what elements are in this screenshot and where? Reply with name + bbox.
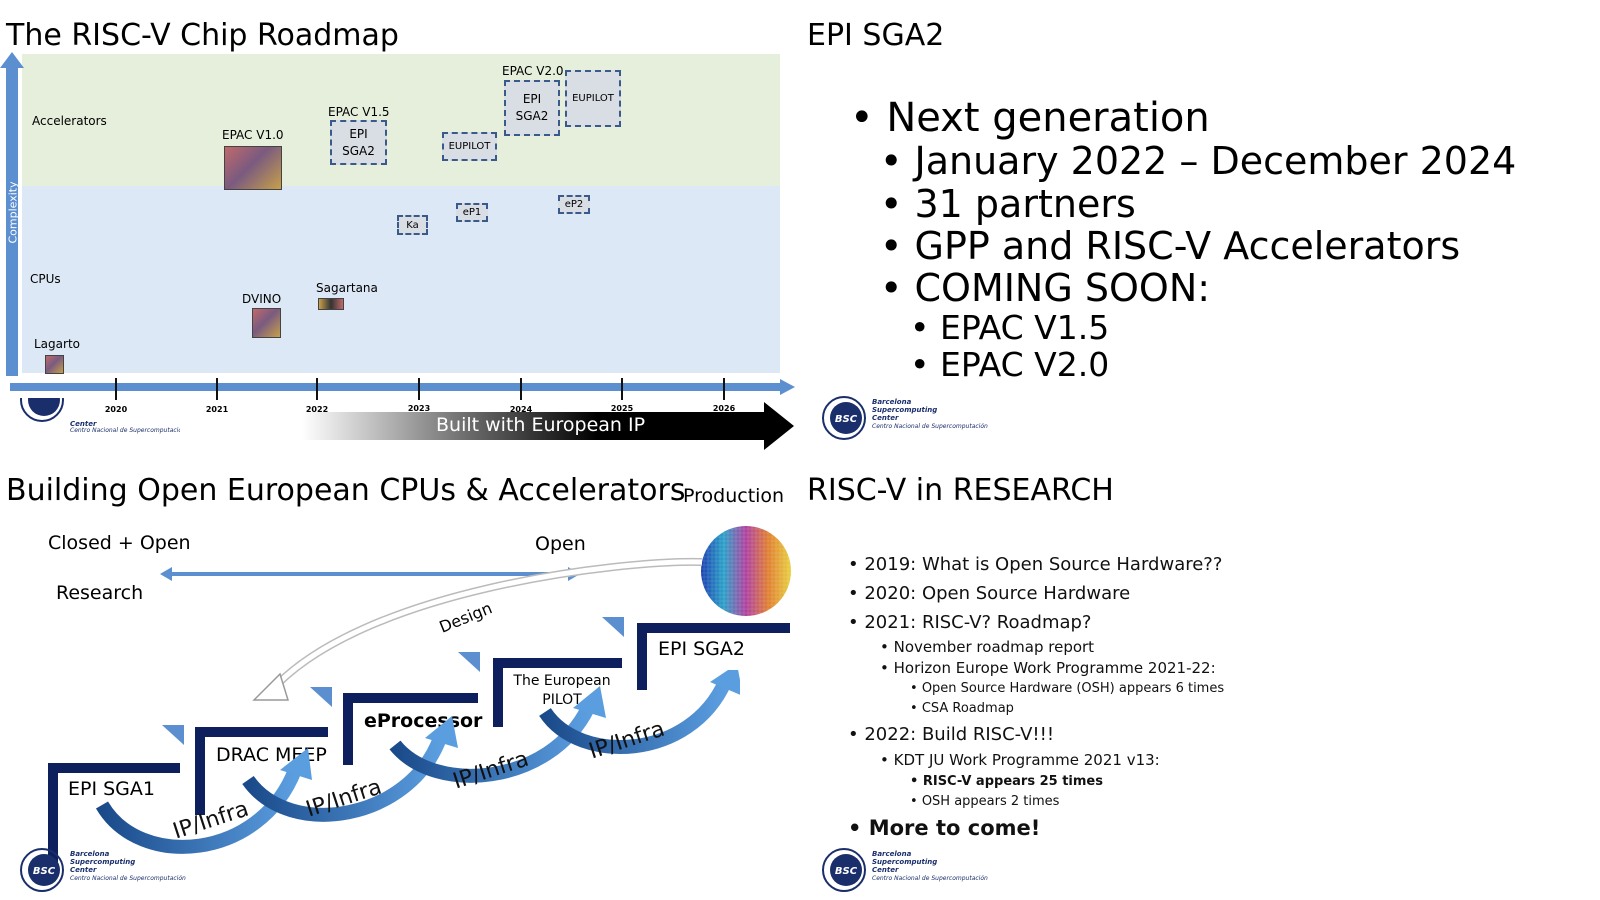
- bullet-epac-v15: • EPAC V1.5: [910, 308, 1110, 347]
- research-item-2020: • 2020: Open Source Hardware: [848, 583, 1131, 604]
- year-2024: 2024: [509, 405, 533, 414]
- svg-text:BSC: BSC: [33, 866, 56, 877]
- research-title: RISC-V in RESEARCH: [807, 473, 1114, 508]
- open-label: Open: [535, 533, 586, 555]
- research-subitem-kdt: • KDT JU Work Programme 2021 v13:: [880, 751, 1160, 769]
- research-item-2019: • 2019: What is Open Source Hardware??: [848, 554, 1223, 575]
- lagarto-label: Lagarto: [34, 337, 80, 351]
- staircase: [48, 617, 790, 875]
- sagartana-label: Sagartana: [316, 281, 378, 295]
- lagarto-chip: [45, 355, 64, 374]
- timeline-tick: [115, 378, 117, 400]
- year-2023: 2023: [407, 404, 431, 413]
- epac-v10-chip: [224, 146, 282, 190]
- timeline-tick: [723, 378, 725, 400]
- complexity-axis-label: Complexity: [6, 181, 20, 244]
- accelerators-label: Accelerators: [32, 114, 107, 128]
- accelerators-band: [22, 54, 780, 186]
- bullet-coming-soon: • COMING SOON:: [880, 266, 1211, 310]
- ka-box: Ka: [397, 215, 428, 235]
- eupilot-box-b: EUPILOT: [565, 70, 621, 127]
- bsc-logo: Center Centro Nacional de Supercomputaci…: [20, 398, 180, 434]
- cpus-label: CPUs: [30, 272, 61, 286]
- epac-v20-label: EPAC V2.0: [502, 64, 564, 78]
- ep2-box: eP2: [558, 195, 590, 214]
- epac-v15-label: EPAC V1.5: [328, 105, 390, 119]
- bsc-logo-icon: BSC: [822, 848, 866, 892]
- design-arrow-icon: [252, 557, 703, 701]
- timeline-tick: [216, 378, 218, 400]
- research-subsubitem-riscv-25: • RISC-V appears 25 times: [910, 774, 1103, 789]
- european-ip-banner-text: Built with European IP: [436, 414, 646, 436]
- research-subsubitem-csa: • CSA Roadmap: [910, 701, 1014, 716]
- timeline-tick: [316, 378, 318, 400]
- bsc-logo-icon: BSC: [822, 396, 866, 440]
- timeline-arrow-icon: [10, 379, 795, 395]
- epi-sga2-title: EPI SGA2: [807, 18, 945, 53]
- research-label: Research: [56, 582, 144, 604]
- epac-v10-label: EPAC V1.0: [222, 128, 284, 142]
- step-european-pilot: The European PILOT: [513, 673, 611, 708]
- bullet-dates: • January 2022 – December 2024: [880, 139, 1517, 183]
- european-ip-banner: [302, 402, 794, 450]
- research-subitem-roadmap-report: • November roadmap report: [880, 638, 1095, 656]
- year-2025: 2025: [610, 404, 634, 413]
- roadmap-title: The RISC-V Chip Roadmap: [6, 18, 399, 53]
- bsc-logo: BSC Barcelona Supercomputing Center Cent…: [822, 848, 988, 892]
- bullet-epac-v20: • EPAC V2.0: [910, 345, 1110, 384]
- wafer-icon: [701, 526, 791, 616]
- production-label: Production: [683, 485, 785, 507]
- year-2021: 2021: [205, 405, 229, 414]
- bsc-logo-icon: [20, 398, 64, 422]
- timeline-tick: [418, 378, 420, 400]
- timeline-tick: [520, 378, 522, 400]
- bsc-logo-icon: BSC: [20, 848, 64, 892]
- research-item-2022: • 2022: Build RISC-V!!!: [848, 724, 1055, 745]
- building-title: Building Open European CPUs & Accelerato…: [6, 473, 686, 508]
- svg-text:BSC: BSC: [835, 866, 858, 877]
- bullet-gpp: • GPP and RISC-V Accelerators: [880, 224, 1461, 268]
- bsc-logo: BSC Barcelona Supercomputing Center Cent…: [20, 848, 186, 892]
- closed-open-label: Closed + Open: [48, 532, 191, 554]
- epi-sga2-box-b: EPI SGA2: [504, 80, 560, 136]
- year-2022: 2022: [305, 405, 329, 414]
- eupilot-box-a: EUPILOT: [442, 132, 497, 161]
- bsc-logo: BSC Barcelona Supercomputing Center Cent…: [822, 396, 988, 440]
- year-2026: 2026: [712, 404, 736, 413]
- research-item-more: • More to come!: [848, 816, 1041, 840]
- dvino-chip: [252, 308, 281, 338]
- complexity-arrow-icon: [0, 52, 24, 376]
- svg-text:BSC: BSC: [835, 414, 858, 425]
- research-subsubitem-osh-2: • OSH appears 2 times: [910, 794, 1060, 809]
- research-item-2021: • 2021: RISC-V? Roadmap?: [848, 612, 1092, 633]
- research-subitem-horizon: • Horizon Europe Work Programme 2021-22:: [880, 659, 1216, 677]
- step-epi-sga2: EPI SGA2: [658, 638, 745, 660]
- ip-infra-arrows: [95, 670, 740, 854]
- dvino-label: DVINO: [242, 292, 282, 306]
- research-subsubitem-osh-6: • Open Source Hardware (OSH) appears 6 t…: [910, 681, 1225, 696]
- sagartana-chip: [318, 298, 344, 310]
- timeline-tick: [621, 378, 623, 400]
- bullet-partners: • 31 partners: [880, 182, 1136, 226]
- bullet-next-generation: • Next generation: [850, 95, 1210, 141]
- year-2020: 2020: [104, 405, 128, 414]
- step-epi-sga1: EPI SGA1: [68, 778, 155, 800]
- epi-sga2-box-a: EPI SGA2: [330, 120, 387, 165]
- ep1-box: eP1: [456, 203, 488, 222]
